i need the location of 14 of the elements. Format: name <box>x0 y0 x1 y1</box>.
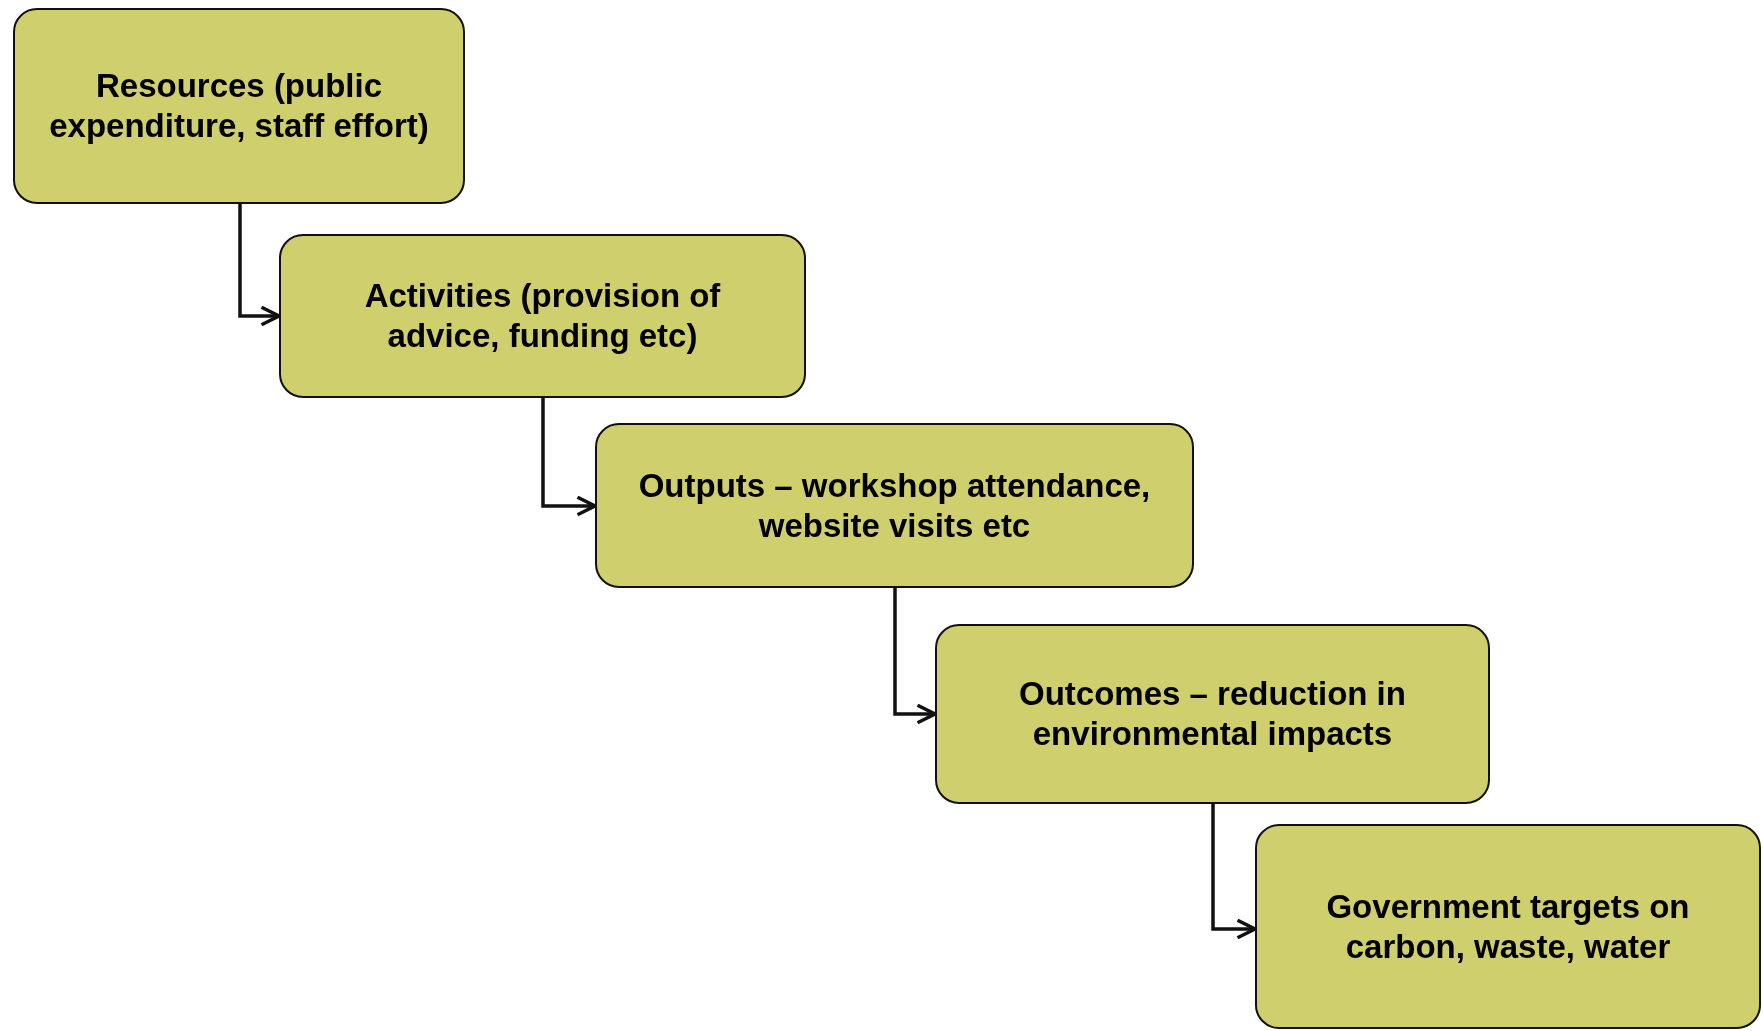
box-label: Outcomes – reduction in environmental impacts <box>1018 674 1407 754</box>
box-label: Resources (public expenditure, staff effort) <box>48 66 430 146</box>
arrow <box>1211 804 1257 940</box>
arrow <box>893 588 937 725</box>
box-label: Outputs – workshop attendance, website visits etc <box>637 465 1152 546</box>
process-box <box>279 234 806 398</box>
box-label: Government targets on carbon, waste, water <box>1325 886 1691 967</box>
process-box <box>935 624 1490 804</box>
process-box <box>595 423 1194 588</box>
box-label: Activities (provision of advice, funding etc) <box>363 276 722 356</box>
arrow <box>541 398 597 517</box>
arrow <box>238 204 281 327</box>
process-box <box>13 8 465 204</box>
process-box <box>1255 824 1761 1029</box>
